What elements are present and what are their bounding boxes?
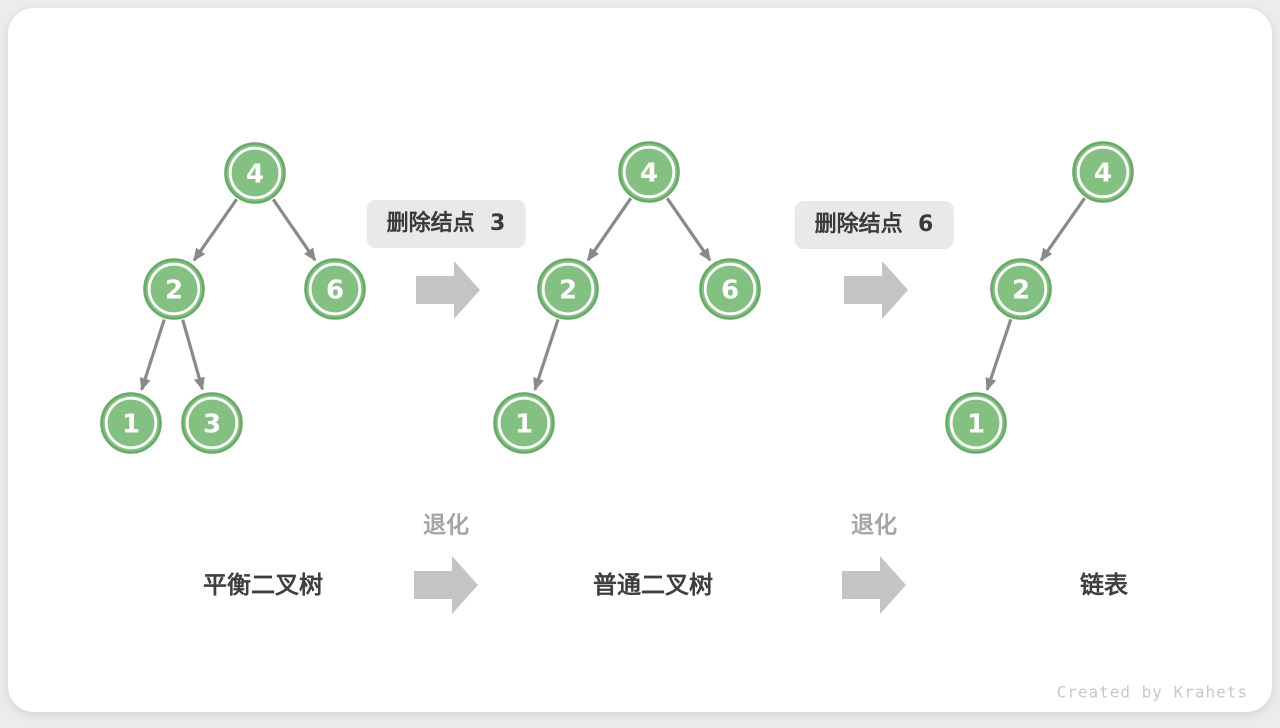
block-arrow-right-icon [414, 556, 478, 614]
tree-edge-arrow [586, 197, 633, 262]
node-value: 2 [1012, 275, 1030, 305]
node-circle [1072, 141, 1134, 203]
node-inner-ring [228, 146, 282, 200]
node-value: 1 [967, 409, 985, 439]
node-circle [224, 142, 286, 204]
tree-ordinary-binary-tree: 4 2 6 1 [493, 141, 761, 454]
tree-node-1: 1 [493, 392, 555, 454]
diagram-card: 4 2 6 1 3 4 2 6 1 4 2 1 删除结点 3 删除结点 6 退化 退化 平衡二叉树 普… [8, 8, 1272, 712]
node-value: 6 [721, 275, 739, 305]
node-inner-ring [1076, 145, 1130, 199]
block-arrow-right-icon [416, 261, 480, 319]
node-value: 4 [1094, 158, 1112, 188]
node-circle [537, 258, 599, 320]
tree-edge-arrow [665, 197, 712, 262]
node-circle [181, 392, 243, 454]
tree-edge-arrow [985, 318, 1013, 392]
node-inner-ring [185, 396, 239, 450]
node-inner-ring [622, 145, 676, 199]
tree-node-2: 2 [537, 258, 599, 320]
node-circle [945, 392, 1007, 454]
node-value: 4 [640, 158, 658, 188]
delete-node-6-label: 删除结点 6 [794, 201, 954, 249]
tree-balanced-binary-tree: 4 2 6 1 3 [100, 142, 366, 454]
node-circle [493, 392, 555, 454]
tree-node-1: 1 [945, 392, 1007, 454]
node-circle [100, 392, 162, 454]
block-arrow-right-icon [844, 261, 908, 319]
caption-balanced-binary-tree: 平衡二叉树 [203, 571, 323, 599]
node-inner-ring [541, 262, 595, 316]
tree-node-4: 4 [224, 142, 286, 204]
tree-linked-list: 4 2 1 [945, 141, 1134, 454]
watermark-credit: Created by Krahets [1056, 682, 1248, 702]
node-inner-ring [497, 396, 551, 450]
node-inner-ring [994, 262, 1048, 316]
tree-edge-arrow [533, 318, 560, 391]
node-value: 1 [515, 409, 533, 439]
node-inner-ring [104, 396, 158, 450]
tree-edge-arrow [181, 319, 205, 391]
tree-edge-arrow [192, 198, 238, 262]
node-inner-ring [308, 262, 362, 316]
node-inner-ring [949, 396, 1003, 450]
tree-node-4: 4 [1072, 141, 1134, 203]
node-value: 3 [203, 409, 221, 439]
node-circle [990, 258, 1052, 320]
node-circle [699, 258, 761, 320]
node-value: 1 [122, 409, 140, 439]
tree-edge-arrow [1039, 197, 1086, 262]
tree-node-6: 6 [304, 258, 366, 320]
node-inner-ring [147, 262, 201, 316]
node-value: 6 [326, 275, 344, 305]
tree-node-2: 2 [143, 258, 205, 320]
node-circle [618, 141, 680, 203]
node-value: 2 [559, 275, 577, 305]
caption-ordinary-binary-tree: 普通二叉树 [593, 571, 713, 599]
tree-edge-arrow [271, 198, 317, 262]
node-value: 2 [165, 275, 183, 305]
tree-node-2: 2 [990, 258, 1052, 320]
degrade-label-2: 退化 [851, 512, 897, 539]
degrade-label-1: 退化 [423, 512, 469, 539]
node-circle [304, 258, 366, 320]
caption-linked-list: 链表 [1080, 571, 1128, 599]
node-circle [143, 258, 205, 320]
node-value: 4 [246, 159, 264, 189]
binary-tree-degradation-diagram: 4 2 6 1 3 4 2 6 1 4 2 1 [100, 141, 1134, 614]
delete-node-3-label: 删除结点 3 [366, 200, 526, 248]
block-arrow-right-icon [842, 556, 906, 614]
tree-node-6: 6 [699, 258, 761, 320]
tree-node-1: 1 [100, 392, 162, 454]
tree-node-3: 3 [181, 392, 243, 454]
tree-edge-arrow [139, 318, 166, 391]
node-inner-ring [703, 262, 757, 316]
tree-node-4: 4 [618, 141, 680, 203]
